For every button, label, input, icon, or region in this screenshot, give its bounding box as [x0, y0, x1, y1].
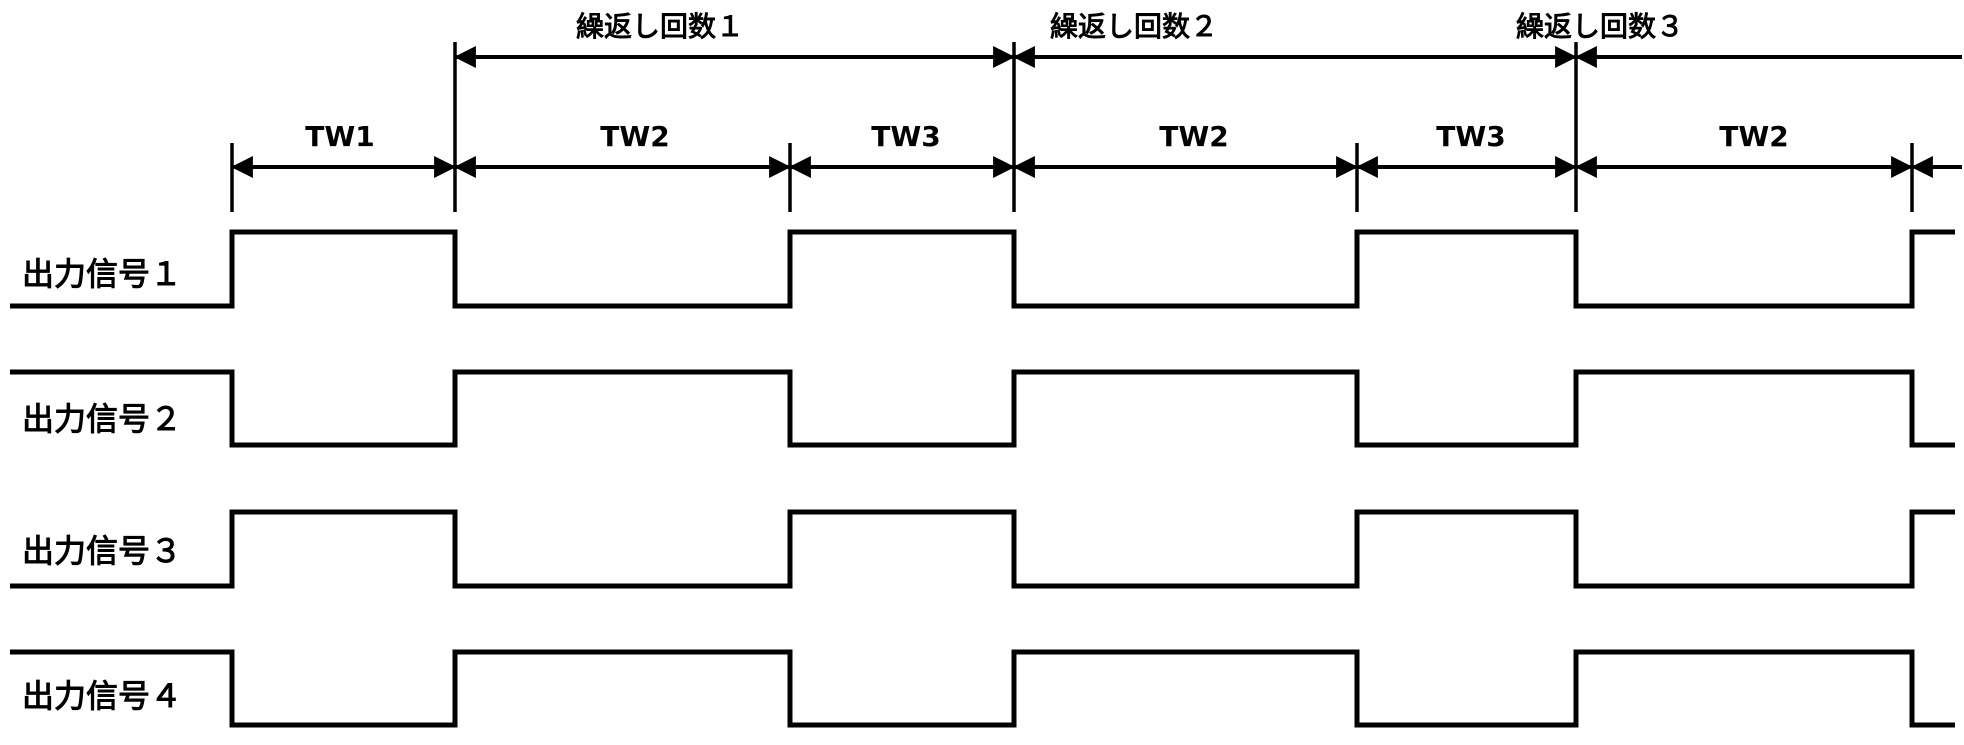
- signal-waveform-1: [10, 229, 1955, 309]
- repetition-label-3: 繰返し回数３: [1516, 10, 1684, 43]
- segment-label-tw2-3: TW2: [1719, 120, 1788, 153]
- repetition-label-2: 繰返し回数２: [1050, 10, 1218, 43]
- repetition-label-1: 繰返し回数１: [576, 10, 744, 43]
- segment-label-tw3-2: TW3: [1436, 120, 1505, 153]
- signal-waveform-2: [10, 369, 1955, 448]
- signal-label-3: 出力信号３: [22, 532, 182, 570]
- signal-label-4: 出力信号４: [22, 677, 182, 715]
- signal-waveform-4: [10, 649, 1955, 728]
- signal-label-1: 出力信号１: [22, 255, 182, 293]
- waveforms: [10, 229, 1955, 728]
- segment-label-tw2-1: TW2: [600, 120, 669, 153]
- segment-label-tw1: TW1: [305, 120, 374, 153]
- signal-waveform-3: [10, 509, 1955, 589]
- boundary-lines: [230, 42, 1914, 212]
- segment-label-tw3-1: TW3: [871, 120, 940, 153]
- signal-label-2: 出力信号２: [22, 400, 182, 438]
- segment-label-tw2-2: TW2: [1159, 120, 1228, 153]
